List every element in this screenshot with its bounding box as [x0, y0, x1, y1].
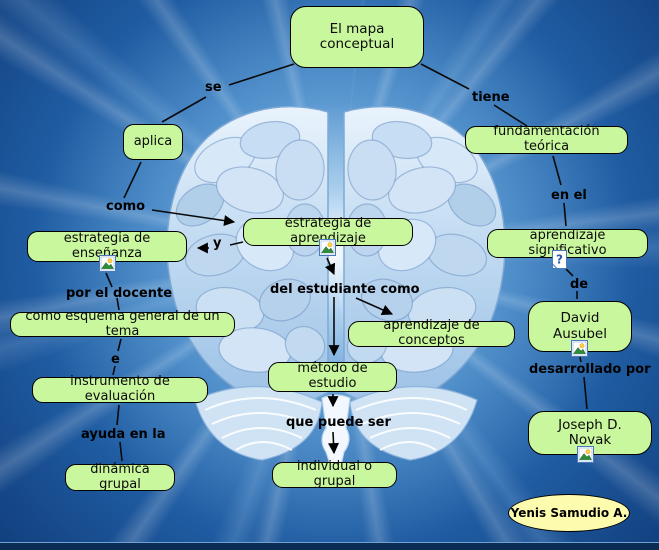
link-label-tiene[interactable]: tiene — [472, 90, 510, 105]
cerebellum — [194, 385, 478, 461]
link-label-en-el[interactable]: en el — [551, 188, 587, 203]
concept-node-el-mapa-conceptual[interactable]: El mapa conceptual — [290, 6, 424, 68]
bottom-border-strip — [0, 542, 659, 550]
link-label-por-el-docente[interactable]: por el docente — [66, 286, 173, 301]
concept-node-dinamica-grupal[interactable]: dinámica grupal — [65, 462, 175, 491]
concept-node-aprendizaje-significativo[interactable]: aprendizaje significativo — [487, 228, 648, 258]
concept-node-metodo-de-estudio[interactable]: método de estudio — [268, 362, 397, 392]
concept-node-aprendizaje-de-conceptos[interactable]: aprendizaje de conceptos — [348, 319, 515, 348]
link-label-y[interactable]: y — [213, 236, 222, 251]
image-attachment-icon[interactable] — [571, 340, 588, 357]
concept-node-aplica[interactable]: aplica — [123, 124, 183, 160]
concept-node-fundamentacion-teorica[interactable]: fundamentación teórica — [465, 125, 628, 154]
link-label-del-estudiante-como[interactable]: del estudiante como — [270, 282, 420, 297]
image-attachment-icon[interactable] — [99, 255, 116, 272]
link-label-que-puede-ser[interactable]: que puede ser — [286, 415, 391, 430]
link-label-como[interactable]: como — [106, 199, 146, 214]
link-label-ayuda-en-la[interactable]: ayuda en la — [81, 427, 166, 442]
author-signature-oval[interactable]: Yenis Samudio A. — [508, 494, 630, 532]
concept-node-como-esquema-general[interactable]: como esquema general de un tema — [10, 309, 235, 338]
image-attachment-icon[interactable] — [319, 239, 336, 256]
link-label-se[interactable]: se — [205, 80, 222, 95]
link-label-de[interactable]: de — [570, 277, 589, 292]
link-label-desarrollado-por[interactable]: desarrollado por — [529, 362, 651, 377]
link-label-e[interactable]: e — [111, 352, 120, 367]
help-attachment-icon[interactable]: ? — [552, 250, 567, 269]
concept-node-instrumento-de-evaluacion[interactable]: instrumento de evaluación — [32, 375, 208, 404]
image-attachment-icon[interactable] — [577, 446, 594, 463]
svg-text:?: ? — [556, 253, 563, 267]
concept-node-individual-o-grupal[interactable]: individual o grupal — [272, 460, 397, 489]
